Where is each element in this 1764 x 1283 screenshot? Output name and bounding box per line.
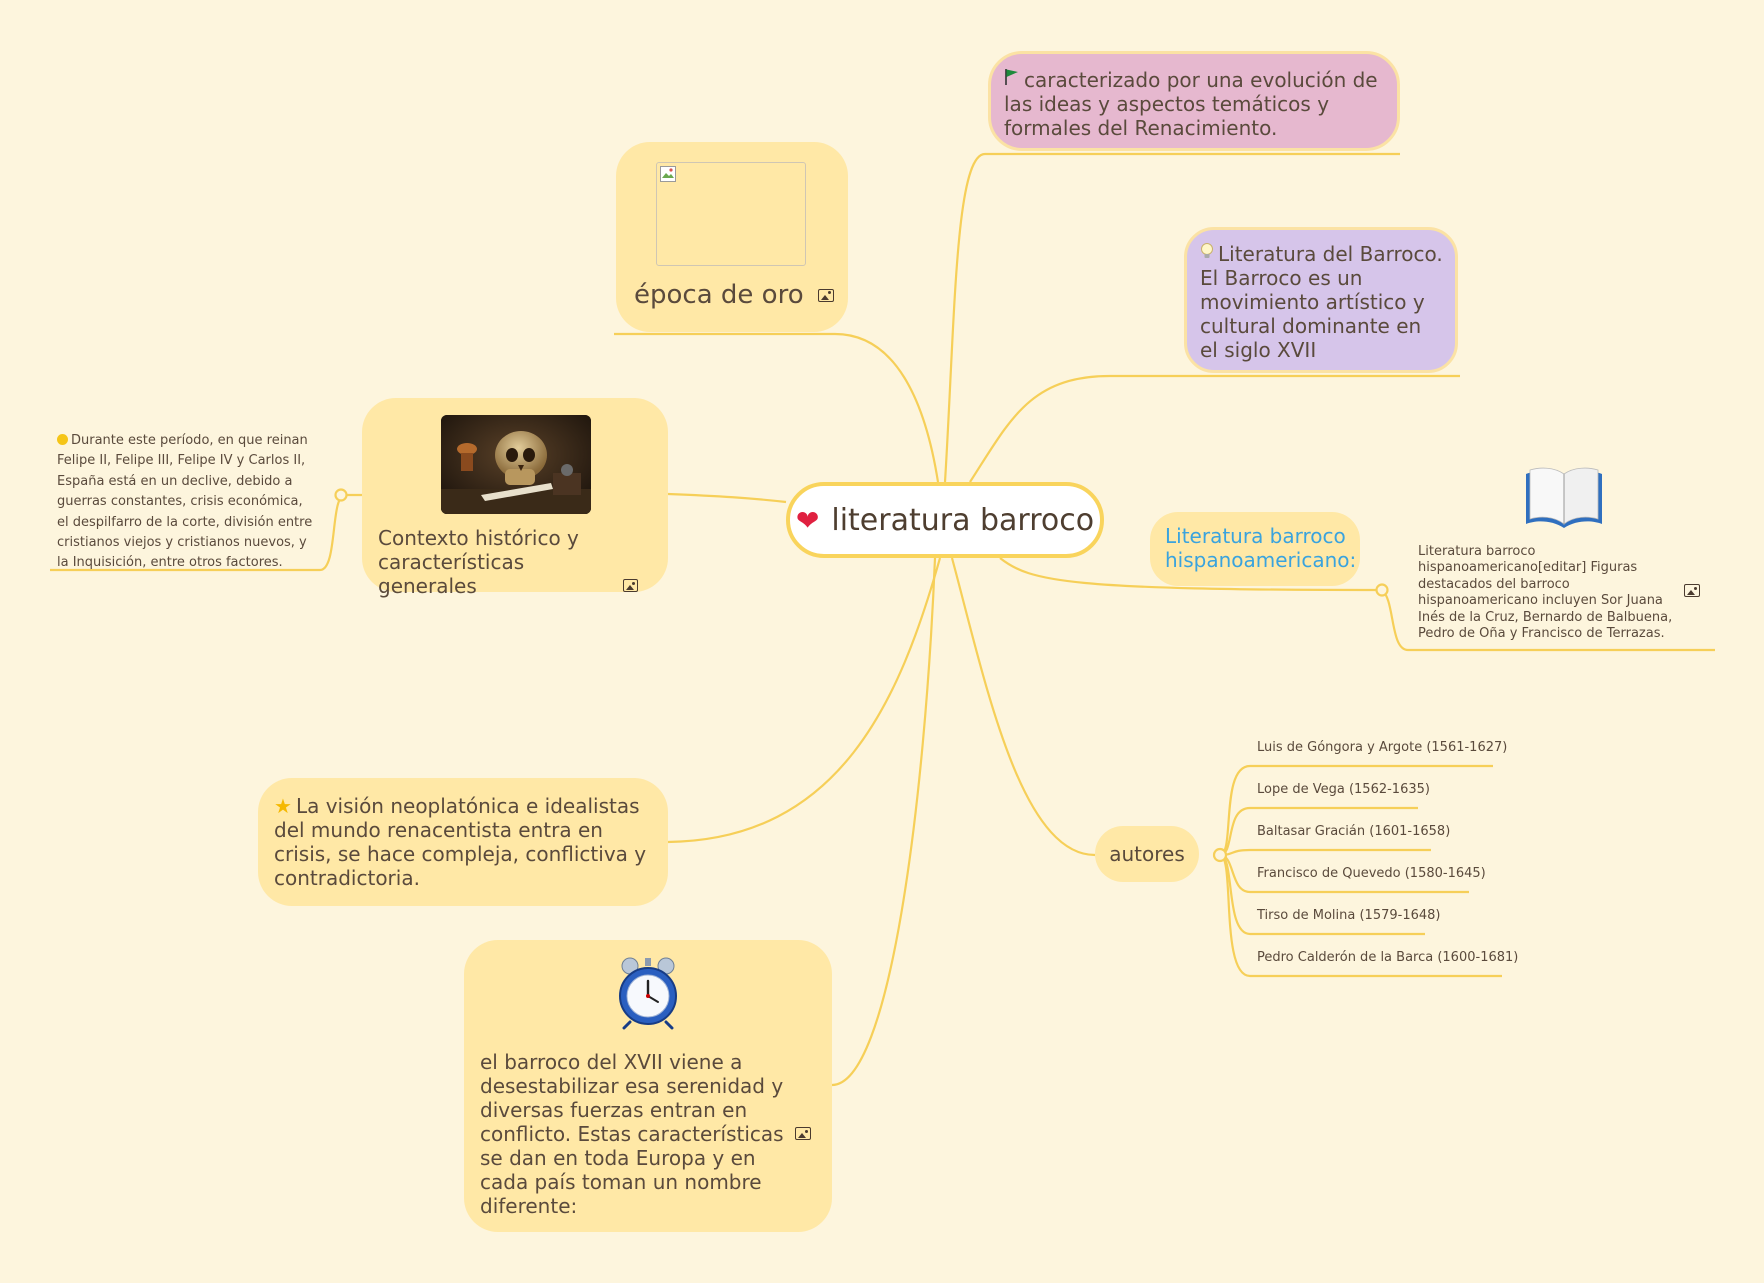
hispano-note[interactable]: Literatura barroco hispanoamericano[edit…	[1418, 462, 1718, 652]
topic-text: caracterizado por una evolución de las i…	[1004, 68, 1378, 140]
author-item[interactable]: Tirso de Molina (1579-1648)	[1257, 908, 1441, 923]
topic-contexto-historico[interactable]: Contexto histórico y características gen…	[362, 398, 668, 598]
link-literatura-barroco	[969, 374, 1460, 483]
topic-hispanoamericano[interactable]: Literatura barroco hispanoamericano:	[1150, 512, 1360, 586]
link-autores-6	[1219, 853, 1502, 978]
skull-still-life-image	[441, 415, 591, 514]
heart-icon: ❤	[795, 503, 820, 537]
image-icon[interactable]	[1684, 584, 1700, 597]
contexto-note[interactable]: Durante este período, en que reinan Feli…	[57, 429, 317, 572]
author-item[interactable]: Luis de Góngora y Argote (1561-1627)	[1257, 740, 1508, 755]
alarm-clock-icon	[616, 956, 680, 1034]
topic-vision-neoplatonica[interactable]: ★La visión neoplatónica e idealistas del…	[258, 778, 668, 906]
topic-text: Literatura del Barroco. El Barroco es un…	[1200, 242, 1443, 362]
topic-literatura-del-barroco[interactable]: Literatura del Barroco. El Barroco es un…	[1184, 227, 1458, 373]
topic-autores[interactable]: autores	[1095, 826, 1199, 882]
link-epoca	[614, 332, 940, 483]
star-icon: ★	[274, 794, 292, 818]
image-icon[interactable]	[795, 1127, 811, 1140]
book-icon	[1522, 464, 1606, 538]
note-text: Literatura barroco hispanoamericano[edit…	[1418, 544, 1673, 642]
link-vision	[667, 557, 942, 844]
topic-barroco-xvii[interactable]: el barroco del XVII viene a desestabiliz…	[464, 940, 832, 1232]
collapse-handle-autores	[1212, 847, 1228, 863]
lightbulb-icon	[1200, 242, 1214, 264]
flag-icon	[1004, 68, 1020, 90]
author-item[interactable]: Pedro Calderón de la Barca (1600-1681)	[1257, 950, 1519, 965]
topic-epoca-de-oro[interactable]: época de oro	[616, 142, 848, 332]
topic-text: el barroco del XVII viene a desestabiliz…	[480, 1050, 784, 1218]
link-autores	[950, 557, 1096, 857]
link-xvii	[831, 557, 937, 1087]
topic-link-label[interactable]: Literatura barroco hispanoamericano:	[1165, 524, 1357, 572]
broken-image	[656, 162, 806, 266]
link-caracterizado	[943, 152, 1400, 483]
topic-label: época de oro	[634, 280, 804, 310]
topic-label: autores	[1109, 842, 1185, 866]
author-item[interactable]: Francisco de Quevedo (1580-1645)	[1257, 866, 1486, 881]
topic-caracterizado[interactable]: caracterizado por una evolución de las i…	[988, 51, 1400, 151]
central-topic[interactable]: ❤ literatura barroco	[786, 482, 1104, 558]
author-item[interactable]: Baltasar Gracián (1601-1658)	[1257, 824, 1451, 839]
broken-image-icon	[660, 166, 676, 182]
central-topic-label: literatura barroco	[831, 502, 1095, 538]
collapse-handle-contexto	[334, 488, 348, 502]
smile-icon	[57, 434, 68, 445]
link-contexto	[667, 492, 787, 504]
topic-label: Contexto histórico y características gen…	[378, 526, 579, 598]
link-autores-3	[1219, 848, 1431, 857]
note-text: Durante este período, en que reinan Feli…	[57, 433, 313, 571]
link-hispano	[999, 557, 1383, 592]
image-icon[interactable]	[817, 288, 834, 302]
author-item[interactable]: Lope de Vega (1562-1635)	[1257, 782, 1430, 797]
link-autores-1	[1219, 764, 1493, 857]
image-icon[interactable]	[622, 579, 638, 592]
topic-text: La visión neoplatónica e idealistas del …	[274, 794, 647, 890]
collapse-handle-hispano	[1375, 583, 1389, 597]
